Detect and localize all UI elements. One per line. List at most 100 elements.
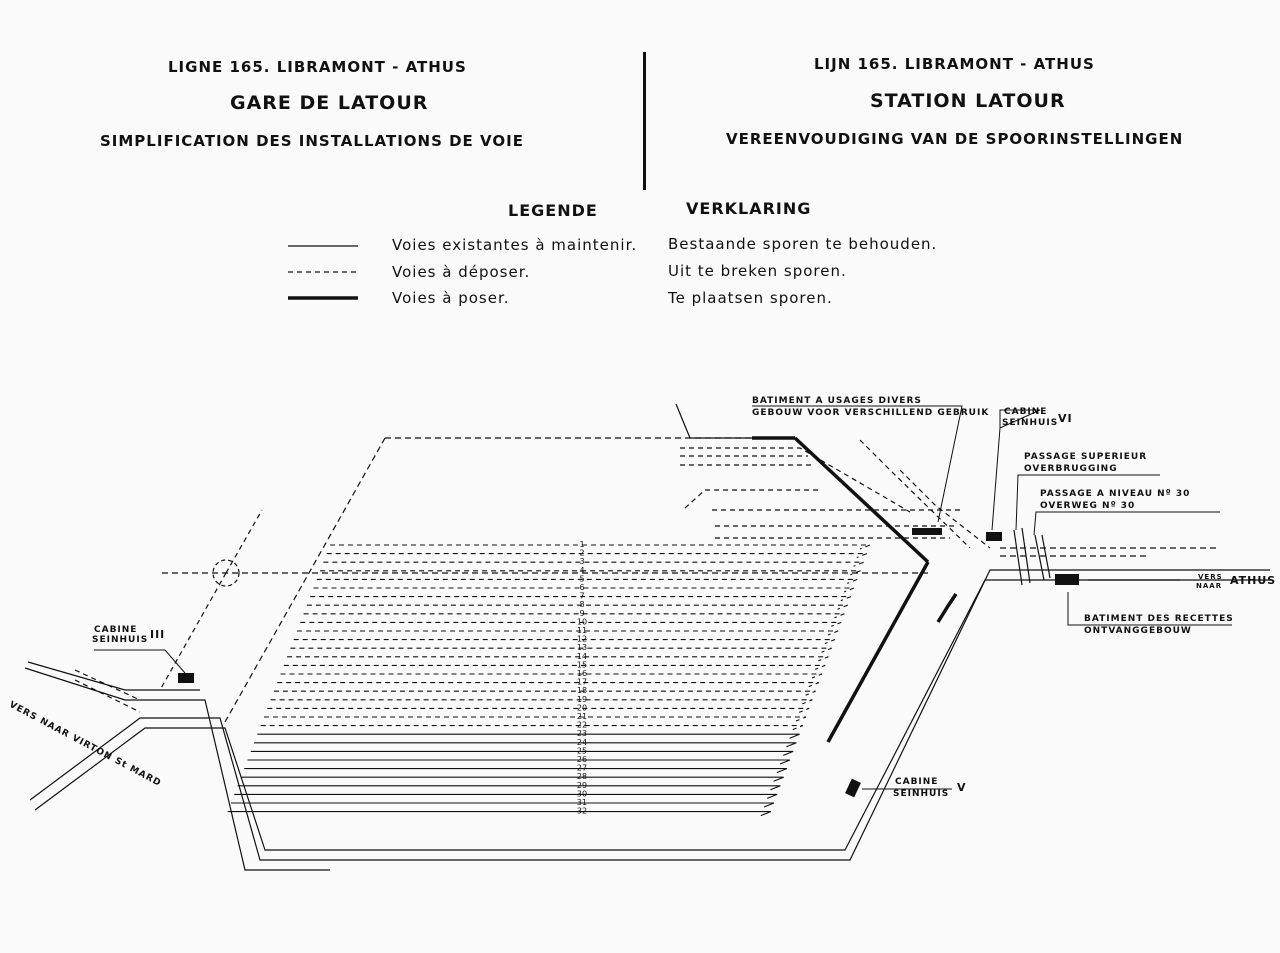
track-number-column: 1234567891011121314151617181920212223242… bbox=[577, 540, 587, 816]
track-number-13: 13 bbox=[577, 643, 587, 652]
yard-track-32 bbox=[227, 811, 772, 817]
track-number-25: 25 bbox=[577, 746, 587, 755]
legend-title-nl: VERKLARING bbox=[686, 199, 812, 218]
label-cabine-iii-1: CABINE bbox=[94, 625, 138, 635]
track-number-28: 28 bbox=[577, 772, 587, 781]
yard-track-28 bbox=[240, 776, 784, 782]
cabin-vi-block bbox=[986, 532, 1002, 541]
station-building-block bbox=[1055, 574, 1079, 585]
legend-new-nl: Te plaatsen sporen. bbox=[668, 289, 833, 307]
leader-passage-niveau bbox=[1033, 511, 1220, 536]
fan-track-f bbox=[899, 469, 991, 549]
turntable-track-down bbox=[159, 572, 227, 691]
yard-track-4 bbox=[320, 570, 861, 576]
title-station-nl: STATION LATOUR bbox=[870, 90, 1066, 112]
track-number-16: 16 bbox=[577, 669, 587, 678]
leader-recettes bbox=[1067, 592, 1232, 626]
yard-tracks bbox=[227, 544, 871, 817]
track-number-30: 30 bbox=[577, 789, 587, 798]
new-diagonal-upper bbox=[793, 436, 930, 564]
new-stub bbox=[936, 593, 958, 623]
track-number-19: 19 bbox=[577, 695, 587, 704]
label-passage-niveau-nl: OVERWEG Nº 30 bbox=[1040, 501, 1136, 511]
track-number-11: 11 bbox=[577, 626, 587, 635]
yard-track-27 bbox=[244, 768, 788, 774]
yard-track-13 bbox=[290, 647, 832, 653]
yard-track-1 bbox=[330, 544, 871, 550]
yard-track-31 bbox=[231, 802, 775, 808]
turntable-track-up bbox=[225, 509, 263, 574]
label-cabine-vi-1: CABINE bbox=[1004, 407, 1048, 417]
label-recettes-nl: ONTVANGGEBOUW bbox=[1084, 626, 1192, 636]
approach-a bbox=[27, 661, 200, 691]
leader-passage-sup bbox=[1015, 474, 1160, 531]
yard-track-5 bbox=[316, 578, 858, 584]
ladder-left-border bbox=[224, 437, 386, 723]
track-number-27: 27 bbox=[577, 764, 587, 773]
track-number-8: 8 bbox=[579, 600, 584, 609]
label-passage-niveau-fr: PASSAGE A NIVEAU Nº 30 bbox=[1040, 489, 1191, 499]
yard-track-3 bbox=[323, 561, 864, 567]
track-number-26: 26 bbox=[577, 755, 587, 764]
approach-c bbox=[29, 569, 1270, 861]
title-station-fr: GARE DE LATOUR bbox=[230, 92, 429, 114]
legend-remove-fr: Voies à déposer. bbox=[392, 263, 531, 281]
track-number-1: 1 bbox=[579, 540, 584, 549]
yard-track-14 bbox=[287, 656, 829, 662]
label-cabine-iii-num: III bbox=[150, 628, 166, 641]
yard-track-26 bbox=[247, 759, 791, 765]
approach-d bbox=[34, 579, 1270, 851]
track-number-17: 17 bbox=[577, 678, 587, 687]
yard-track-29 bbox=[237, 785, 781, 791]
building-various-block bbox=[912, 528, 942, 535]
cabin-iii-block bbox=[178, 673, 194, 683]
yard-track-11 bbox=[297, 630, 839, 636]
title-separator bbox=[643, 52, 646, 190]
title-subject-nl: VEREENVOUDIGING VAN DE SPOORINSTELLINGEN bbox=[726, 130, 1184, 148]
legend-remove-nl: Uit te breken sporen. bbox=[668, 262, 847, 280]
label-passage-sup-nl: OVERBRUGGING bbox=[1024, 464, 1118, 474]
approach-e bbox=[74, 669, 141, 701]
track-number-21: 21 bbox=[577, 712, 587, 721]
leader-cabine-iii bbox=[94, 649, 186, 674]
track-number-5: 5 bbox=[579, 574, 584, 583]
title-subject-fr: SIMPLIFICATION DES INSTALLATIONS DE VOIE bbox=[100, 132, 524, 150]
track-number-10: 10 bbox=[577, 617, 587, 626]
track-number-32: 32 bbox=[577, 807, 587, 816]
yard-track-19 bbox=[270, 699, 813, 705]
track-number-24: 24 bbox=[577, 738, 587, 747]
track-number-14: 14 bbox=[577, 652, 587, 661]
label-athus: ATHUS bbox=[1230, 574, 1277, 587]
yard-track-17 bbox=[277, 682, 820, 688]
track-number-9: 9 bbox=[579, 609, 584, 618]
track-number-29: 29 bbox=[577, 781, 587, 790]
track-number-22: 22 bbox=[577, 721, 587, 730]
label-vers-athus-2: NAAR bbox=[1196, 582, 1223, 590]
yard-track-22 bbox=[260, 725, 804, 731]
label-batiment-divers-nl: GEBOUW VOOR VERSCHILLEND GEBRUIK bbox=[752, 408, 990, 418]
passage-post-4 bbox=[1041, 534, 1051, 579]
label-cabine-iii-2: SEINHUIS bbox=[92, 635, 149, 645]
label-recettes-fr: BATIMENT DES RECETTES bbox=[1084, 614, 1234, 624]
legend-title-fr: LEGENDE bbox=[508, 201, 598, 220]
new-diagonal-lower bbox=[826, 561, 930, 743]
track-number-23: 23 bbox=[577, 729, 587, 738]
passage-post-3 bbox=[1034, 534, 1045, 581]
track-number-12: 12 bbox=[577, 635, 587, 644]
building-pointer bbox=[675, 403, 691, 439]
track-number-20: 20 bbox=[577, 703, 587, 712]
label-vers-athus-1: VERS bbox=[1198, 573, 1223, 581]
yard-track-21 bbox=[264, 716, 807, 722]
yard-track-24 bbox=[254, 742, 797, 748]
label-cabine-v-1: CABINE bbox=[895, 777, 939, 787]
track-number-15: 15 bbox=[577, 660, 587, 669]
label-batiment-divers-fr: BATIMENT A USAGES DIVERS bbox=[752, 396, 922, 406]
yard-track-15 bbox=[283, 664, 826, 670]
yard-track-7 bbox=[310, 596, 852, 602]
track-number-2: 2 bbox=[579, 549, 584, 558]
yard-track-9 bbox=[303, 613, 845, 619]
label-cabine-vi-num: VI bbox=[1058, 412, 1073, 425]
track-number-7: 7 bbox=[579, 592, 584, 601]
approach-b bbox=[24, 667, 330, 871]
